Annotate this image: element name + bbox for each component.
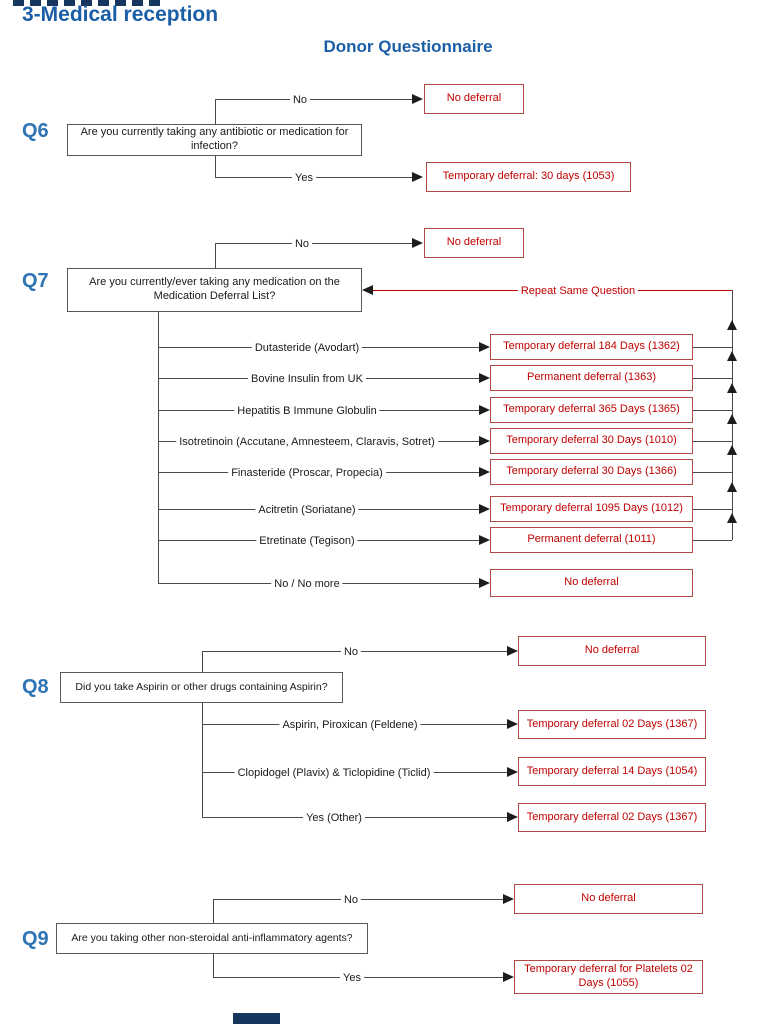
q7-row-label: Acitretin (Soriatane) — [255, 504, 359, 516]
arrowhead-up-icon — [727, 445, 737, 455]
arrowhead-up-icon — [727, 320, 737, 330]
q7-row-outcome-box: Temporary deferral 30 Days (1366) — [490, 459, 693, 485]
q9-label: Q9 — [22, 928, 49, 950]
q8-row-label: Aspirin, Piroxican (Feldene) — [279, 719, 421, 731]
arrowhead-right-icon — [412, 94, 423, 104]
loop-connector-line — [693, 540, 732, 541]
arrowhead-right-icon — [412, 172, 423, 182]
connector-line — [215, 243, 216, 268]
connector-line — [158, 312, 159, 583]
arrowhead-right-icon — [479, 535, 490, 545]
connector-line — [213, 954, 214, 977]
cropped-text-remnant — [13, 0, 161, 6]
arrowhead-right-icon — [412, 238, 423, 248]
q7-row-outcome-box: Temporary deferral 30 Days (1010) — [490, 428, 693, 454]
q7-row-outcome-box: Temporary deferral 1095 Days (1012) — [490, 496, 693, 522]
q8-row-outcome-box: Temporary deferral 02 Days (1367) — [518, 710, 706, 739]
connector-line — [215, 243, 413, 244]
q7-row-label: Hepatitis B Immune Globulin — [234, 405, 380, 417]
q8-question-box: Did you take Aspirin or other drugs cont… — [60, 672, 343, 703]
loop-connector-line — [693, 410, 732, 411]
diagram-title: Donor Questionnaire — [323, 37, 493, 56]
arrowhead-right-icon — [507, 767, 518, 777]
q6-no-outcome-box: No deferral — [424, 84, 524, 114]
q7-row-outcome-box: Permanent deferral (1011) — [490, 527, 693, 553]
loop-connector-line — [693, 347, 732, 348]
q9-no-outcome-box: No deferral — [514, 884, 703, 914]
connector-line — [215, 99, 216, 124]
q6-no-branch-label: No — [289, 94, 311, 106]
arrowhead-up-icon — [727, 414, 737, 424]
loop-connector-line — [693, 378, 732, 379]
arrowhead-right-icon — [479, 578, 490, 588]
q6-label: Q6 — [22, 120, 49, 142]
q6-yes-outcome-box: Temporary deferral: 30 days (1053) — [426, 162, 631, 192]
q6-yes-branch-label: Yes — [292, 172, 316, 184]
arrowhead-right-icon — [507, 812, 518, 822]
loop-connector-line — [693, 472, 732, 473]
q7-row-label: Isotretinoin (Accutane, Amnesteem, Clara… — [176, 436, 438, 448]
arrowhead-right-icon — [479, 436, 490, 446]
q9-yes-branch-label: Yes — [340, 972, 364, 984]
q8-row-label: Clopidogel (Plavix) & Ticlopidine (Ticli… — [234, 767, 434, 779]
q7-row-label: Finasteride (Proscar, Propecia) — [228, 467, 386, 479]
q8-no-outcome-box: No deferral — [518, 636, 706, 666]
q7-question-box: Are you currently/ever taking any medica… — [67, 268, 362, 312]
arrowhead-right-icon — [503, 894, 514, 904]
q7-row-outcome-box: Temporary deferral 365 Days (1365) — [490, 397, 693, 423]
q7-row-label: Etretinate (Tegison) — [256, 535, 358, 547]
q9-question-box: Are you taking other non-steroidal anti-… — [56, 923, 368, 954]
connector-line — [215, 99, 413, 100]
arrowhead-right-icon — [503, 972, 514, 982]
arrowhead-right-icon — [479, 342, 490, 352]
q8-row-outcome-box: Temporary deferral 14 Days (1054) — [518, 757, 706, 786]
q8-row-label: Yes (Other) — [303, 812, 365, 824]
q8-no-branch-label: No — [340, 646, 362, 658]
arrowhead-up-icon — [727, 513, 737, 523]
q9-no-branch-label: No — [340, 894, 362, 906]
arrowhead-right-icon — [507, 719, 518, 729]
repeat-loop-label: Repeat Same Question — [517, 285, 639, 297]
loop-connector-line — [693, 441, 732, 442]
q7-no-outcome-box: No deferral — [424, 228, 524, 258]
page-title: 3-Medical reception — [22, 3, 219, 26]
q7-no-branch-label: No — [291, 238, 313, 250]
arrowhead-left-icon — [362, 285, 373, 295]
connector-line — [213, 899, 214, 923]
loop-connector-line — [693, 509, 732, 510]
q7-row-label: No / No more — [271, 578, 343, 590]
q7-label: Q7 — [22, 270, 49, 292]
arrowhead-right-icon — [479, 467, 490, 477]
q7-row-outcome-box: Temporary deferral 184 Days (1362) — [490, 334, 693, 360]
q7-row-outcome-box: No deferral — [490, 569, 693, 597]
q9-yes-outcome-box: Temporary deferral for Platelets 02 Days… — [514, 960, 703, 994]
q7-row-label: Dutasteride (Avodart) — [251, 342, 363, 354]
q7-row-outcome-box: Permanent deferral (1363) — [490, 365, 693, 391]
cropped-footer-remnant — [233, 1013, 280, 1024]
arrowhead-up-icon — [727, 482, 737, 492]
q6-question-box: Are you currently taking any antibiotic … — [67, 124, 362, 156]
q7-row-label: Bovine Insulin from UK — [248, 373, 366, 385]
q8-label: Q8 — [22, 676, 49, 698]
arrowhead-right-icon — [507, 646, 518, 656]
arrowhead-right-icon — [479, 373, 490, 383]
arrowhead-right-icon — [479, 405, 490, 415]
connector-line — [202, 651, 203, 672]
connector-line — [202, 703, 203, 817]
arrowhead-up-icon — [727, 351, 737, 361]
connector-line — [215, 156, 216, 177]
arrowhead-right-icon — [479, 504, 490, 514]
q8-row-outcome-box: Temporary deferral 02 Days (1367) — [518, 803, 706, 832]
arrowhead-up-icon — [727, 383, 737, 393]
